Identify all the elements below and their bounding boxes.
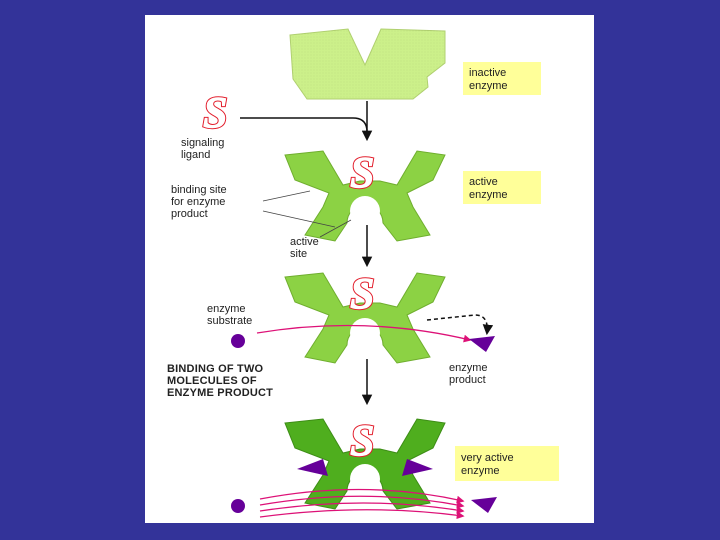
enzyme-product-label: enzyme (449, 362, 488, 374)
substrate-molecule (231, 334, 245, 348)
product-feedback-arrow (426, 314, 494, 336)
active-site-label: active (290, 236, 319, 248)
very-active-enzyme-label: very active enzyme (455, 446, 559, 481)
enzyme-product-label: product (449, 374, 486, 386)
label-line: enzyme (469, 189, 508, 201)
inactive-enzyme-shape (289, 28, 446, 100)
label-line: active (469, 176, 498, 188)
enzyme-substrate-label: substrate (207, 315, 252, 327)
bound-product-right (402, 459, 433, 476)
substrate-flow (256, 324, 472, 343)
very-active-enzyme-shape (284, 418, 446, 510)
bound-product-left (297, 459, 328, 476)
binding-two-label: BINDING OF TWO (167, 363, 264, 375)
ligand-letter: S (350, 269, 374, 318)
substrate-flow (259, 509, 465, 520)
ligand-letter-outline: S (350, 269, 374, 318)
active-site-label: site (290, 248, 307, 260)
pointer-line (262, 190, 311, 202)
ligand-letter: S (350, 416, 374, 465)
label-box (463, 62, 541, 95)
binding-two-label: MOLECULES OF (167, 375, 257, 387)
enzyme-activation-diagram: inactive enzyme S S signaling ligand S S… (167, 28, 559, 520)
ligand-letter-outline: S (350, 416, 374, 465)
very-active-enzyme-ligand: S S (349, 415, 376, 467)
product-molecule (469, 336, 495, 352)
ligand-letter-outline: S (350, 148, 374, 197)
ligand-letter: S (203, 88, 227, 137)
substrate-molecule (231, 499, 245, 513)
signaling-ligand: S S (202, 87, 229, 139)
substrate-flow (259, 502, 465, 514)
ligand-letter: S (350, 148, 374, 197)
active-enzyme-shape (284, 150, 446, 242)
diagram-panel: inactive enzyme S S signaling ligand S S… (145, 15, 594, 523)
label-line: very active (461, 452, 514, 464)
label-line: enzyme (461, 465, 500, 477)
product-molecule (471, 497, 497, 513)
active-enzyme-ligand: S S (349, 147, 376, 199)
signaling-ligand-label: signaling (181, 137, 224, 149)
inactive-enzyme-label: inactive enzyme (463, 62, 541, 95)
ligand-path (240, 117, 368, 133)
binding-two-label: ENZYME PRODUCT (167, 387, 273, 399)
substrate-flow (259, 488, 465, 504)
label-line: enzyme (469, 80, 508, 92)
signaling-ligand-label: ligand (181, 149, 210, 161)
binding-site-label: product (171, 208, 208, 220)
substrate-enzyme-ligand: S S (349, 268, 376, 320)
label-box (455, 446, 559, 481)
substrate-flow (259, 495, 465, 509)
ligand-letter-outline: S (203, 88, 227, 137)
binding-site-label: binding site (171, 184, 227, 196)
active-enzyme-label: active enzyme (463, 171, 541, 204)
enzyme-substrate-label: enzyme (207, 303, 246, 315)
pointer-line (262, 210, 336, 228)
label-box (463, 171, 541, 204)
label-line: inactive (469, 67, 506, 79)
pointer-line (319, 219, 352, 238)
binding-site-label: for enzyme (171, 196, 225, 208)
